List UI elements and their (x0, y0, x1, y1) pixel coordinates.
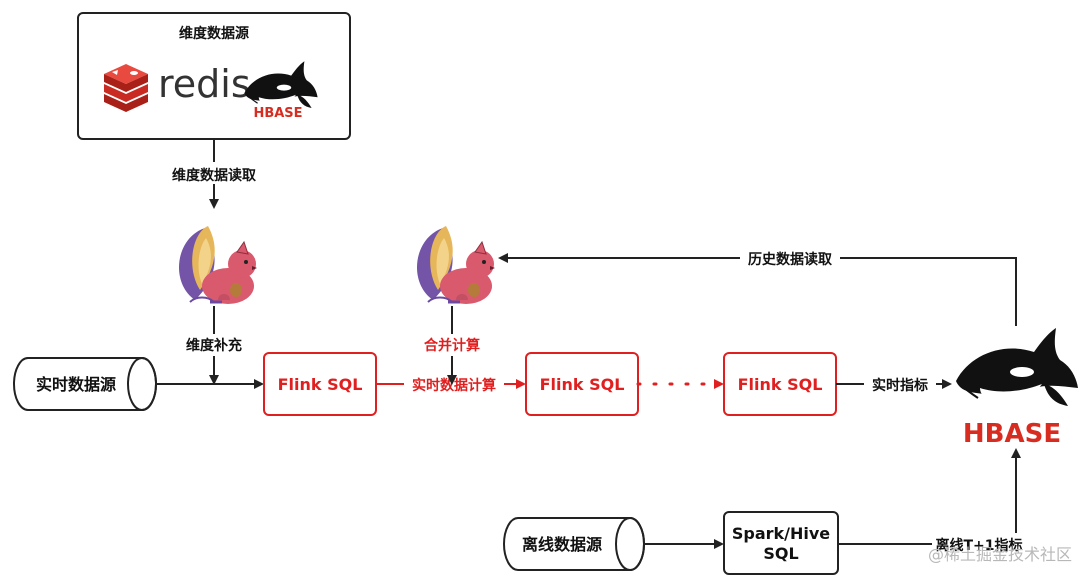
dimension-source-title: 维度数据源 (179, 25, 249, 42)
redis-cube-icon (104, 64, 148, 112)
realtime-source-label: 实时数据源 (36, 375, 116, 394)
history-read-label: 历史数据读取 (748, 251, 833, 268)
offline-t1-label: 离线T+1指标 (935, 537, 1022, 554)
merge-compute-label: 合并计算 (424, 337, 480, 354)
flink-squirrel-icon (177, 224, 259, 306)
offline-t1-edge (838, 448, 1021, 545)
dimension-fill-label-bg (180, 334, 250, 356)
realtime-metrics-label-bg (864, 373, 936, 395)
history-read-edge (498, 253, 1017, 326)
dimension-read-label-bg (164, 162, 264, 184)
spark-hive-node (723, 511, 839, 575)
dimension-fill-label: 维度补充 (186, 337, 242, 354)
hbase-sink-logo-text: HBASE (963, 419, 1061, 449)
offline-t1-label-bg (932, 533, 1026, 555)
redis-label: redis (158, 62, 251, 106)
flink-sql-node-3-label: Flink SQL (738, 375, 823, 394)
flink-squirrel-icon (415, 224, 497, 306)
spark-hive-line-1: Spark/Hive (732, 524, 830, 543)
watermark-text: @稀土掘金技术社区 (928, 545, 1072, 564)
realtime-metrics-label: 实时指标 (872, 377, 928, 394)
merge-compute-label-bg (414, 334, 490, 356)
dimension-read-label: 维度数据读取 (172, 167, 257, 184)
realtime-compute-label: 实时数据计算 (412, 377, 496, 394)
orca-icon (955, 327, 1079, 407)
history-read-label-bg (740, 247, 840, 269)
flink-sql-node-1-label: Flink SQL (278, 375, 363, 394)
offline-source-label: 离线数据源 (522, 535, 602, 554)
offline-source-cylinder (503, 517, 645, 571)
realtime-source-cylinder (13, 357, 157, 411)
dimension-hbase-logo-text: HBASE (253, 106, 302, 121)
spark-hive-line-2: SQL (763, 544, 798, 563)
flink-sql-node-2-label: Flink SQL (540, 375, 625, 394)
